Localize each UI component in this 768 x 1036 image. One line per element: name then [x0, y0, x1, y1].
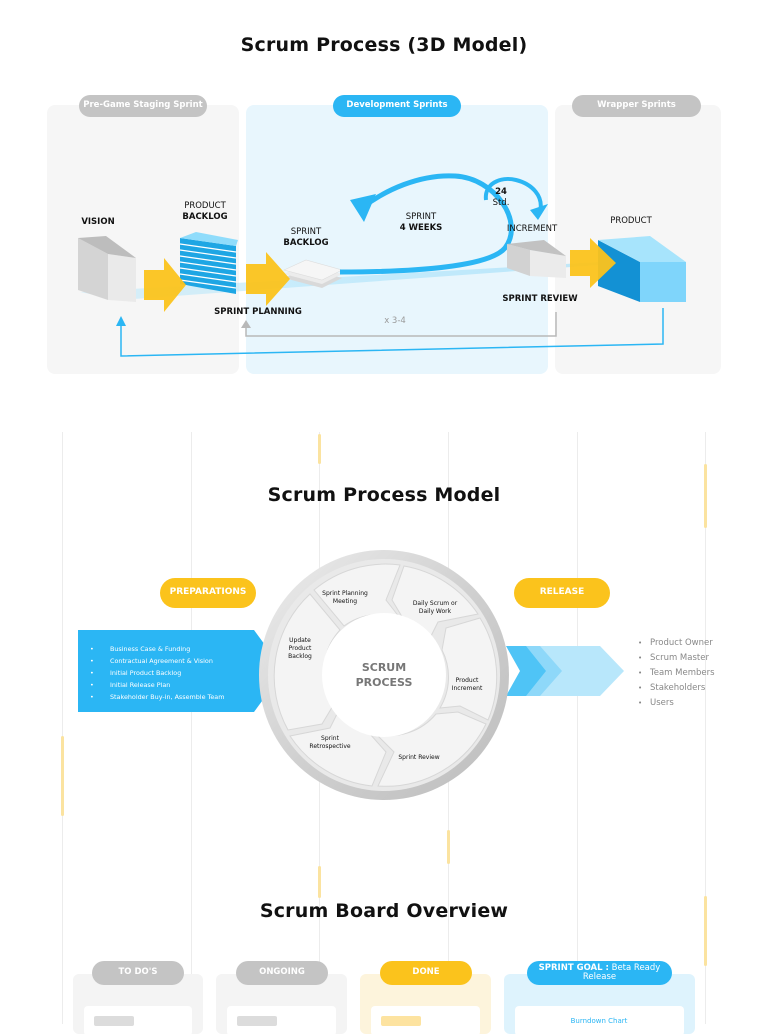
pregame-pill: Pre-Game Staging Sprint	[79, 95, 207, 117]
wrapper-pill: Wrapper Sprints	[572, 95, 701, 117]
sprint-loop-arrow	[339, 173, 514, 275]
cycle-center	[322, 613, 446, 737]
scrum-cycle-diagram	[78, 550, 624, 800]
page-title-board-overview: Scrum Board Overview	[259, 900, 509, 922]
release-list: Product Owner Scrum Master Team Members …	[638, 636, 715, 711]
sprint-backlog-papers	[283, 259, 343, 288]
increment-label: INCREMENT	[506, 224, 558, 234]
product-backlog-stack	[179, 232, 238, 294]
daily-loop-arrowhead	[530, 204, 548, 220]
cycle-segments	[273, 563, 498, 787]
repeat-count-label: x 3-4	[384, 316, 406, 326]
grid-accent	[318, 434, 321, 464]
list-item: Contractual Agreement & Vision	[90, 655, 224, 667]
page-title-3d-model: Scrum Process (3D Model)	[240, 34, 528, 56]
sprint-planning-label: SPRINT PLANNING	[214, 307, 302, 317]
grid-accent	[318, 866, 321, 898]
feedback-line	[120, 308, 664, 357]
repeat-loop-arrowhead	[241, 320, 251, 328]
done-pill: DONE	[380, 961, 472, 985]
vision-block	[78, 236, 136, 302]
grid-accent	[61, 736, 64, 816]
daily-loop-arrow	[483, 177, 543, 213]
burndown-chart-label: Burndown Chart	[570, 1017, 628, 1025]
grid-accent	[704, 464, 707, 528]
list-item: Scrum Master	[638, 651, 715, 666]
list-item: Product Owner	[638, 636, 715, 651]
preparations-pill: PREPARATIONS	[160, 578, 256, 608]
yellow-arrow-1	[144, 258, 186, 312]
cycle-sprint-planning: Sprint Planning Meeting	[322, 590, 368, 606]
product-block	[598, 236, 686, 302]
sprint-goal-pill: SPRINT GOAL : Beta Ready Release	[527, 961, 672, 985]
repeat-loop-line	[245, 312, 557, 337]
grid-accent	[447, 830, 450, 864]
feedback-arrowhead	[116, 316, 126, 326]
list-item: Business Case & Funding	[90, 643, 224, 655]
grid-accent	[704, 896, 707, 966]
sprint-review-label: SPRINT REVIEW	[502, 294, 578, 304]
scrum-3d-diagram	[78, 173, 686, 357]
grid-line	[191, 432, 192, 1024]
sprint-goal-value: Beta Ready Release	[582, 962, 661, 982]
yellow-arrow-2	[246, 252, 290, 306]
page-title-process-model: Scrum Process Model	[267, 484, 501, 506]
release-chevron-3	[506, 646, 546, 696]
list-item: Stakeholder Buy-in, Assemble Team	[90, 691, 224, 703]
card-tag	[237, 1016, 277, 1026]
increment-block	[507, 240, 566, 278]
list-item: Team Members	[638, 666, 715, 681]
release-chevron-2	[540, 646, 624, 696]
list-item: Users	[638, 696, 715, 711]
cycle-daily-scrum: Daily Scrum or Daily Work	[412, 600, 458, 616]
release-pill: RELEASE	[514, 578, 610, 608]
sprint-goal-label: SPRINT GOAL :	[538, 962, 609, 973]
cycle-sprint-retrospective: Sprint Retrospective	[309, 735, 351, 751]
todo-pill: TO DO'S	[92, 961, 184, 985]
cycle-product-increment: Product Increment	[451, 677, 483, 693]
cycle-sprint-review: Sprint Review	[398, 754, 440, 761]
product-label: PRODUCT	[610, 216, 652, 226]
development-pill: Development Sprints	[333, 95, 461, 117]
grid-line	[577, 432, 578, 1024]
sprint-loop-arrowhead	[350, 194, 376, 222]
grid-line	[62, 432, 63, 1024]
vision-label: VISION	[81, 217, 115, 227]
preparations-list: Business Case & Funding Contractual Agre…	[90, 643, 224, 703]
cycle-update-backlog: Update Product Backlog	[288, 637, 312, 661]
grid-line	[705, 432, 706, 1024]
development-panel	[246, 105, 548, 374]
card-tag	[381, 1016, 421, 1026]
list-item: Stakeholders	[638, 681, 715, 696]
list-item: Initial Release Plan	[90, 679, 224, 691]
yellow-arrow-3	[570, 238, 616, 288]
card-tag	[94, 1016, 134, 1026]
ongoing-pill: ONGOING	[236, 961, 328, 985]
list-item: Initial Product Backlog	[90, 667, 224, 679]
